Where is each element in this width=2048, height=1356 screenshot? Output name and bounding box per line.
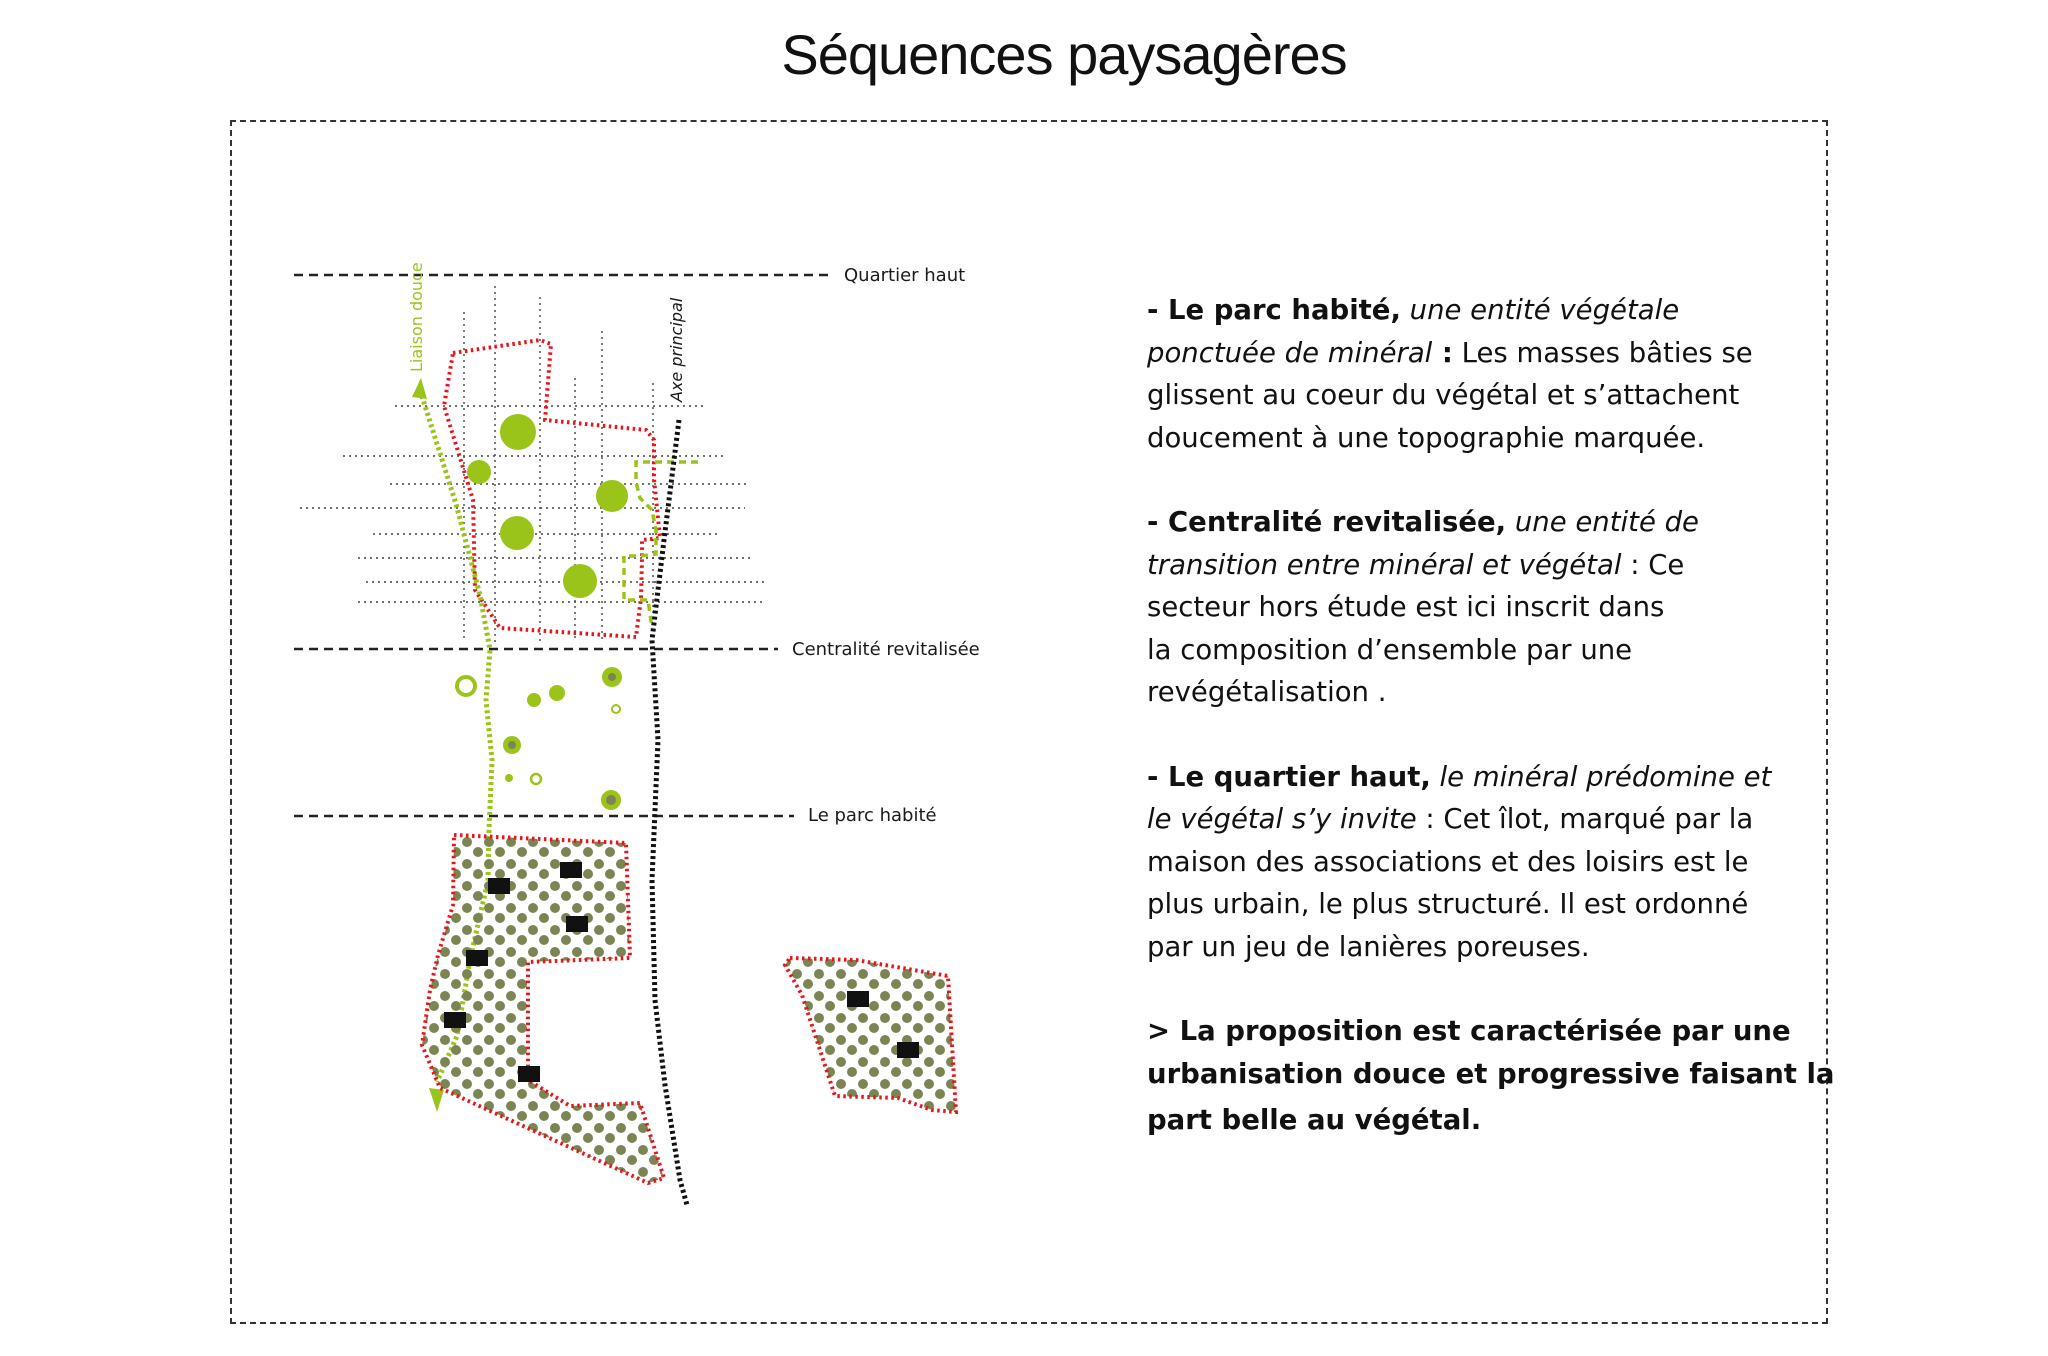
buildings (444, 862, 919, 1082)
upper-trees (467, 414, 628, 598)
description-text: - Le parc habité, une entité végétale po… (1147, 289, 1835, 1142)
paragraph-parc-habite: - Le parc habité, une entité végétale po… (1147, 294, 1753, 454)
heading-quartier-haut: - Le quartier haut, (1147, 760, 1431, 793)
heading-centralite: - Centralité revitalisée, (1147, 506, 1507, 538)
green-dashed-outline (622, 460, 698, 629)
label-axe-principal: Axe principal (667, 297, 686, 403)
centralite-trees (455, 667, 622, 810)
sequence-lines (294, 273, 832, 818)
heading-parc-habite: - Le parc habité, (1147, 294, 1401, 326)
paragraph-centralite: - Centralité revitalisée, une entité de … (1147, 506, 1699, 708)
arrow-down-icon (429, 1088, 444, 1112)
conclusion-paragraph: > La proposition est caractérisée par un… (1147, 1015, 1835, 1136)
label-centralite: Centralité revitalisée (792, 639, 980, 660)
label-quartier-haut: Quartier haut (844, 265, 965, 286)
dashed-frame (230, 120, 1828, 1324)
label-parc-habite: Le parc habité (808, 805, 937, 826)
label-liaison-douce: Liaison douce (407, 262, 426, 372)
street-grid (300, 286, 766, 642)
parc-habite-perimeter (419, 832, 667, 1186)
paragraph-quartier-haut: - Le quartier haut, le minéral prédomine… (1147, 760, 1772, 963)
east-island-perimeter (782, 955, 959, 1115)
upper-block-perimeter (441, 337, 663, 640)
page-title: Séquences paysagères (781, 23, 1347, 86)
arrow-up-icon (412, 378, 427, 399)
